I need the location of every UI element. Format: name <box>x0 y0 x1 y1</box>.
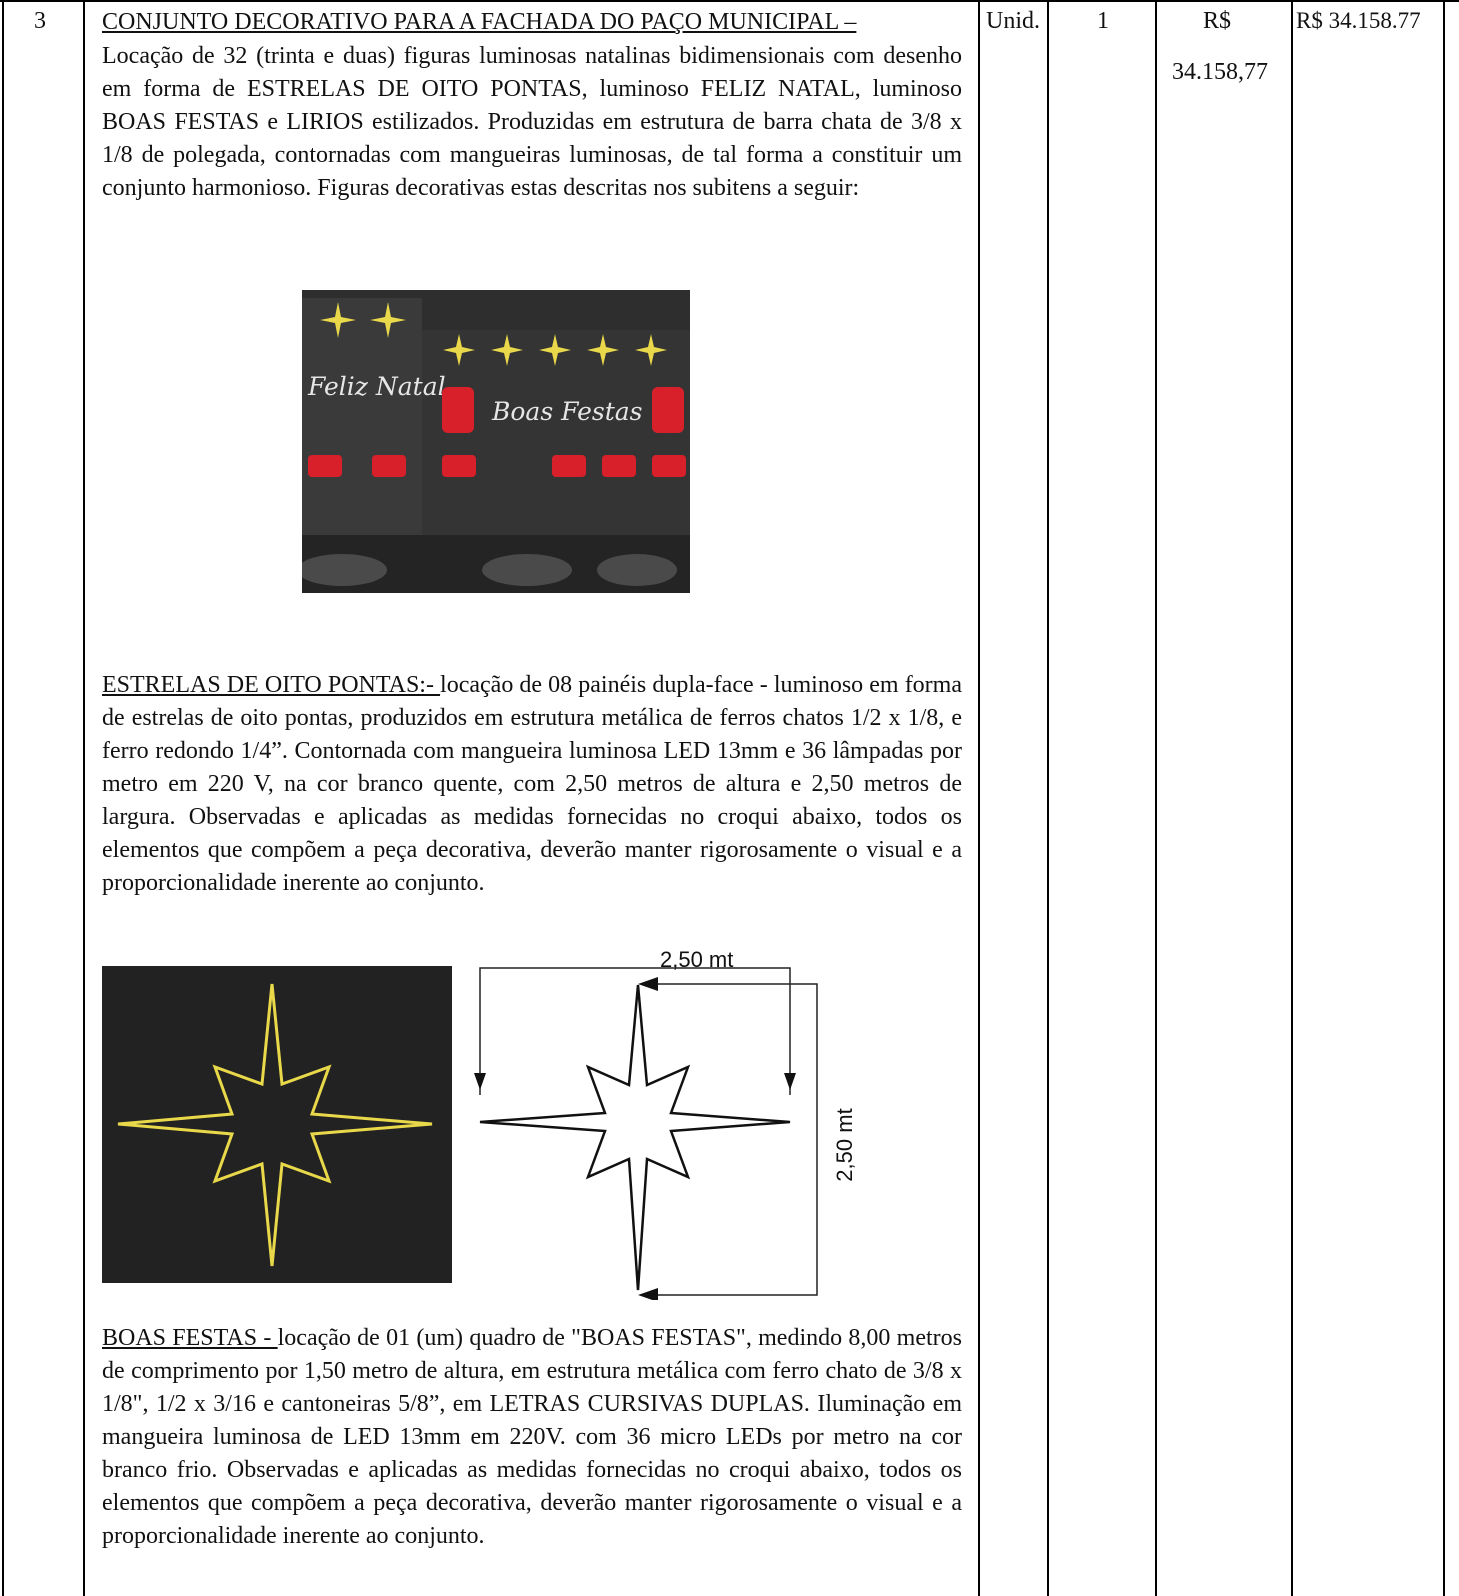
facade-photo: Feliz Natal Boas Festas <box>302 290 690 593</box>
facade-photo-drawing: Feliz Natal Boas Festas <box>302 290 690 593</box>
total-price-cell: R$ 34.158.77 <box>1296 8 1421 33</box>
stars-description: ESTRELAS DE OITO PONTAS:- locação de 08 … <box>102 669 962 900</box>
table-col-divider <box>83 0 85 1596</box>
table-border-right <box>1443 0 1445 1596</box>
quantity-cell: 1 <box>1097 8 1109 34</box>
eight-point-star-outline-icon: 2,50 mt 2,50 mt <box>474 947 857 1302</box>
unit-price-value: 34.158,77 <box>1172 59 1268 85</box>
feliz-natal-sign: Feliz Natal <box>307 372 446 401</box>
item-intro: Locação de 32 (trinta e duas) figuras lu… <box>102 43 962 201</box>
table-col-divider <box>1155 0 1157 1596</box>
item-number: 3 <box>34 8 46 34</box>
eight-point-star-lit-icon <box>117 983 433 1267</box>
boas-festas-text: locação de 01 (um) quadro de "BOAS FESTA… <box>102 1325 962 1549</box>
boas-festas-description: BOAS FESTAS - locação de 01 (um) quadro … <box>102 1322 962 1553</box>
table-col-divider <box>1047 0 1049 1596</box>
boas-festas-sign: Boas Festas <box>491 397 643 426</box>
star-dimension-croqui: 2,50 mt 2,50 mt <box>470 945 880 1302</box>
unit-cell: Unid. <box>986 8 1040 34</box>
croqui-height-label: 2,50 mt <box>832 1108 857 1181</box>
stars-heading: ESTRELAS DE OITO PONTAS:- <box>102 672 441 698</box>
stars-text: locação de 08 painéis dupla-face - lumin… <box>102 672 962 896</box>
item-title-text: CONJUNTO DECORATIVO PARA A FACHADA DO PA… <box>102 9 857 35</box>
table-border-left <box>2 0 4 1596</box>
item-title: CONJUNTO DECORATIVO PARA A FACHADA DO PA… <box>102 6 962 39</box>
unit-price-currency: R$ <box>1203 8 1232 34</box>
star-lit-illustration <box>102 966 452 1283</box>
table-border-top <box>0 0 1459 2</box>
boas-festas-heading: BOAS FESTAS - <box>102 1325 278 1351</box>
table-col-divider <box>978 0 980 1596</box>
table-col-divider <box>1291 0 1293 1596</box>
